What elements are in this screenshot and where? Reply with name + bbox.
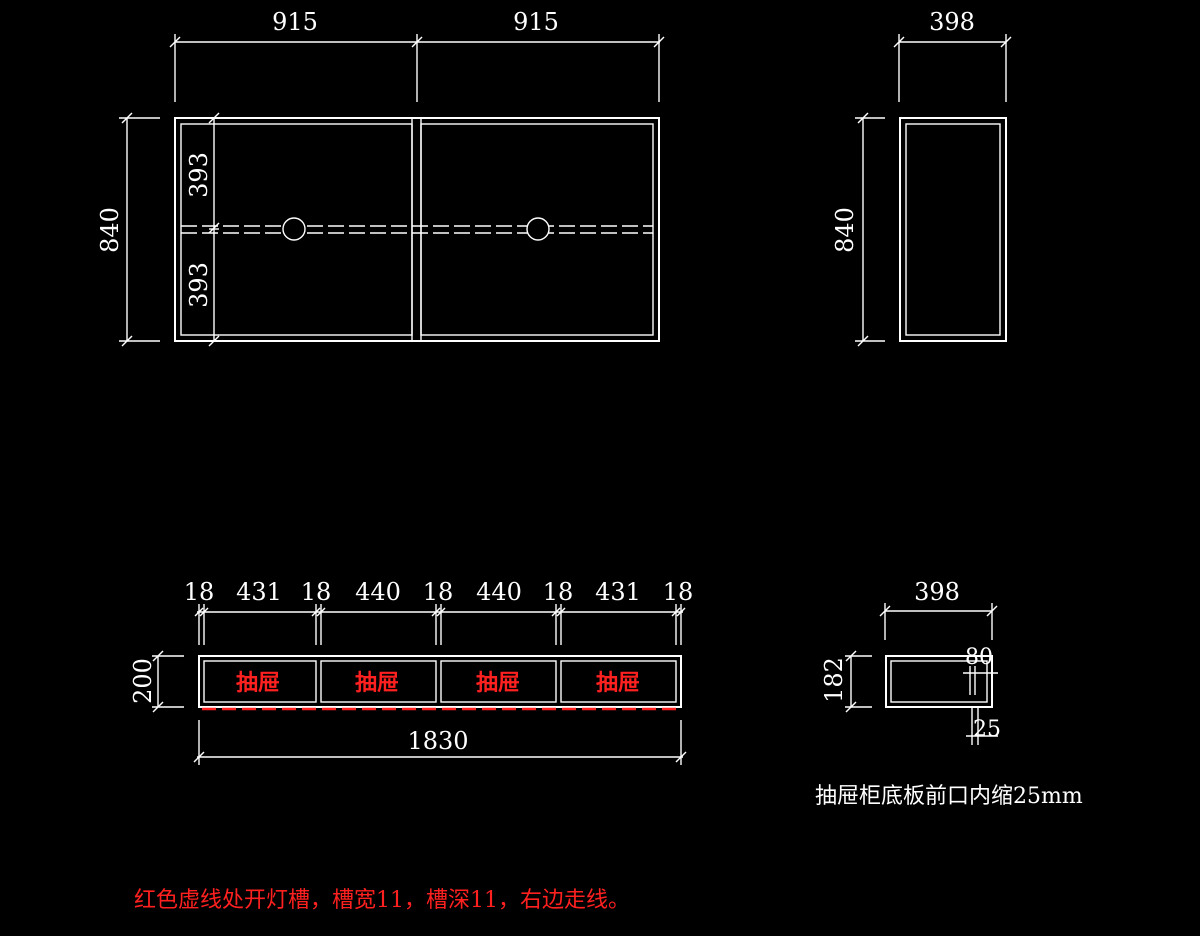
upper-section-label: 393 [185, 152, 213, 198]
segment-label-0: 18 [184, 578, 215, 606]
drawer-total-width-label: 1830 [407, 727, 468, 755]
side-depth-label: 398 [929, 8, 975, 36]
drawer-1 [203, 660, 317, 703]
segment-tick [671, 607, 681, 617]
front-width-left-label: 915 [272, 8, 318, 36]
segment-label-7: 431 [595, 578, 641, 606]
drawer-side-depth-label: 398 [914, 578, 960, 606]
drawer-cabinet-front-view: 18 431 18 440 18 440 18 431 18 200 抽屉 抽屉… [129, 578, 693, 765]
drawer-label-3: 抽屉 [476, 670, 520, 696]
segment-tick [551, 607, 561, 617]
drawer-label-4: 抽屉 [596, 670, 640, 696]
left-door-handle-hole [282, 217, 306, 241]
drawer-cabinet-side-view: 398 182 80 25 抽屉柜底板前口内缩25mm [815, 578, 1083, 809]
segment-tick [556, 607, 566, 617]
front-height-label: 840 [96, 207, 124, 253]
front-height-dimension: 840 [96, 112, 160, 347]
section-height-dimension: 393 393 [185, 112, 220, 347]
segment-label-2: 18 [301, 578, 332, 606]
top-width-dimension: 915 915 [169, 8, 665, 102]
side-height-label: 840 [831, 207, 859, 253]
side-outer-frame [899, 117, 1007, 342]
segment-tick [436, 607, 446, 617]
drawer-label-1: 抽屉 [236, 670, 280, 696]
segment-label-4: 18 [423, 578, 454, 606]
segment-label-8: 18 [663, 578, 694, 606]
drawer-label-2: 抽屉 [355, 670, 399, 696]
drawer-outer-frame [198, 655, 682, 708]
front-width-right-label: 915 [513, 8, 559, 36]
lower-section-label: 393 [185, 262, 213, 308]
upper-cabinet-side-view: 398 840 [831, 8, 1012, 347]
inset-80-label: 80 [965, 645, 993, 670]
right-door-handle-hole [526, 217, 550, 241]
drawer-side-height-label: 182 [820, 657, 848, 703]
segment-tick [194, 607, 204, 617]
side-inner-frame [905, 123, 1001, 336]
drawer-bottom-inset-note: 抽屉柜底板前口内缩25mm [815, 784, 1083, 809]
drawer-2 [320, 660, 437, 703]
segment-tick [199, 607, 209, 617]
segment-label-6: 18 [543, 578, 574, 606]
drawer-3 [440, 660, 557, 703]
segment-label-1: 431 [236, 578, 282, 606]
segment-tick [431, 607, 441, 617]
drawer-4 [560, 660, 677, 703]
drawer-side-outer-frame [885, 655, 993, 708]
segment-tick [311, 607, 321, 617]
drawer-height-label: 200 [129, 658, 157, 704]
segment-tick [676, 607, 686, 617]
segment-label-5: 440 [476, 578, 522, 606]
segment-tick [316, 607, 326, 617]
upper-cabinet-front-view: 915 915 840 393 393 [96, 8, 665, 347]
drawer-side-inner-frame [890, 660, 988, 703]
front-outer-frame [174, 117, 660, 342]
light-slot-note: 红色虚线处开灯槽，槽宽11，槽深11，右边走线。 [134, 888, 630, 913]
segment-label-3: 440 [355, 578, 401, 606]
inset-25-label: 25 [973, 717, 1001, 742]
